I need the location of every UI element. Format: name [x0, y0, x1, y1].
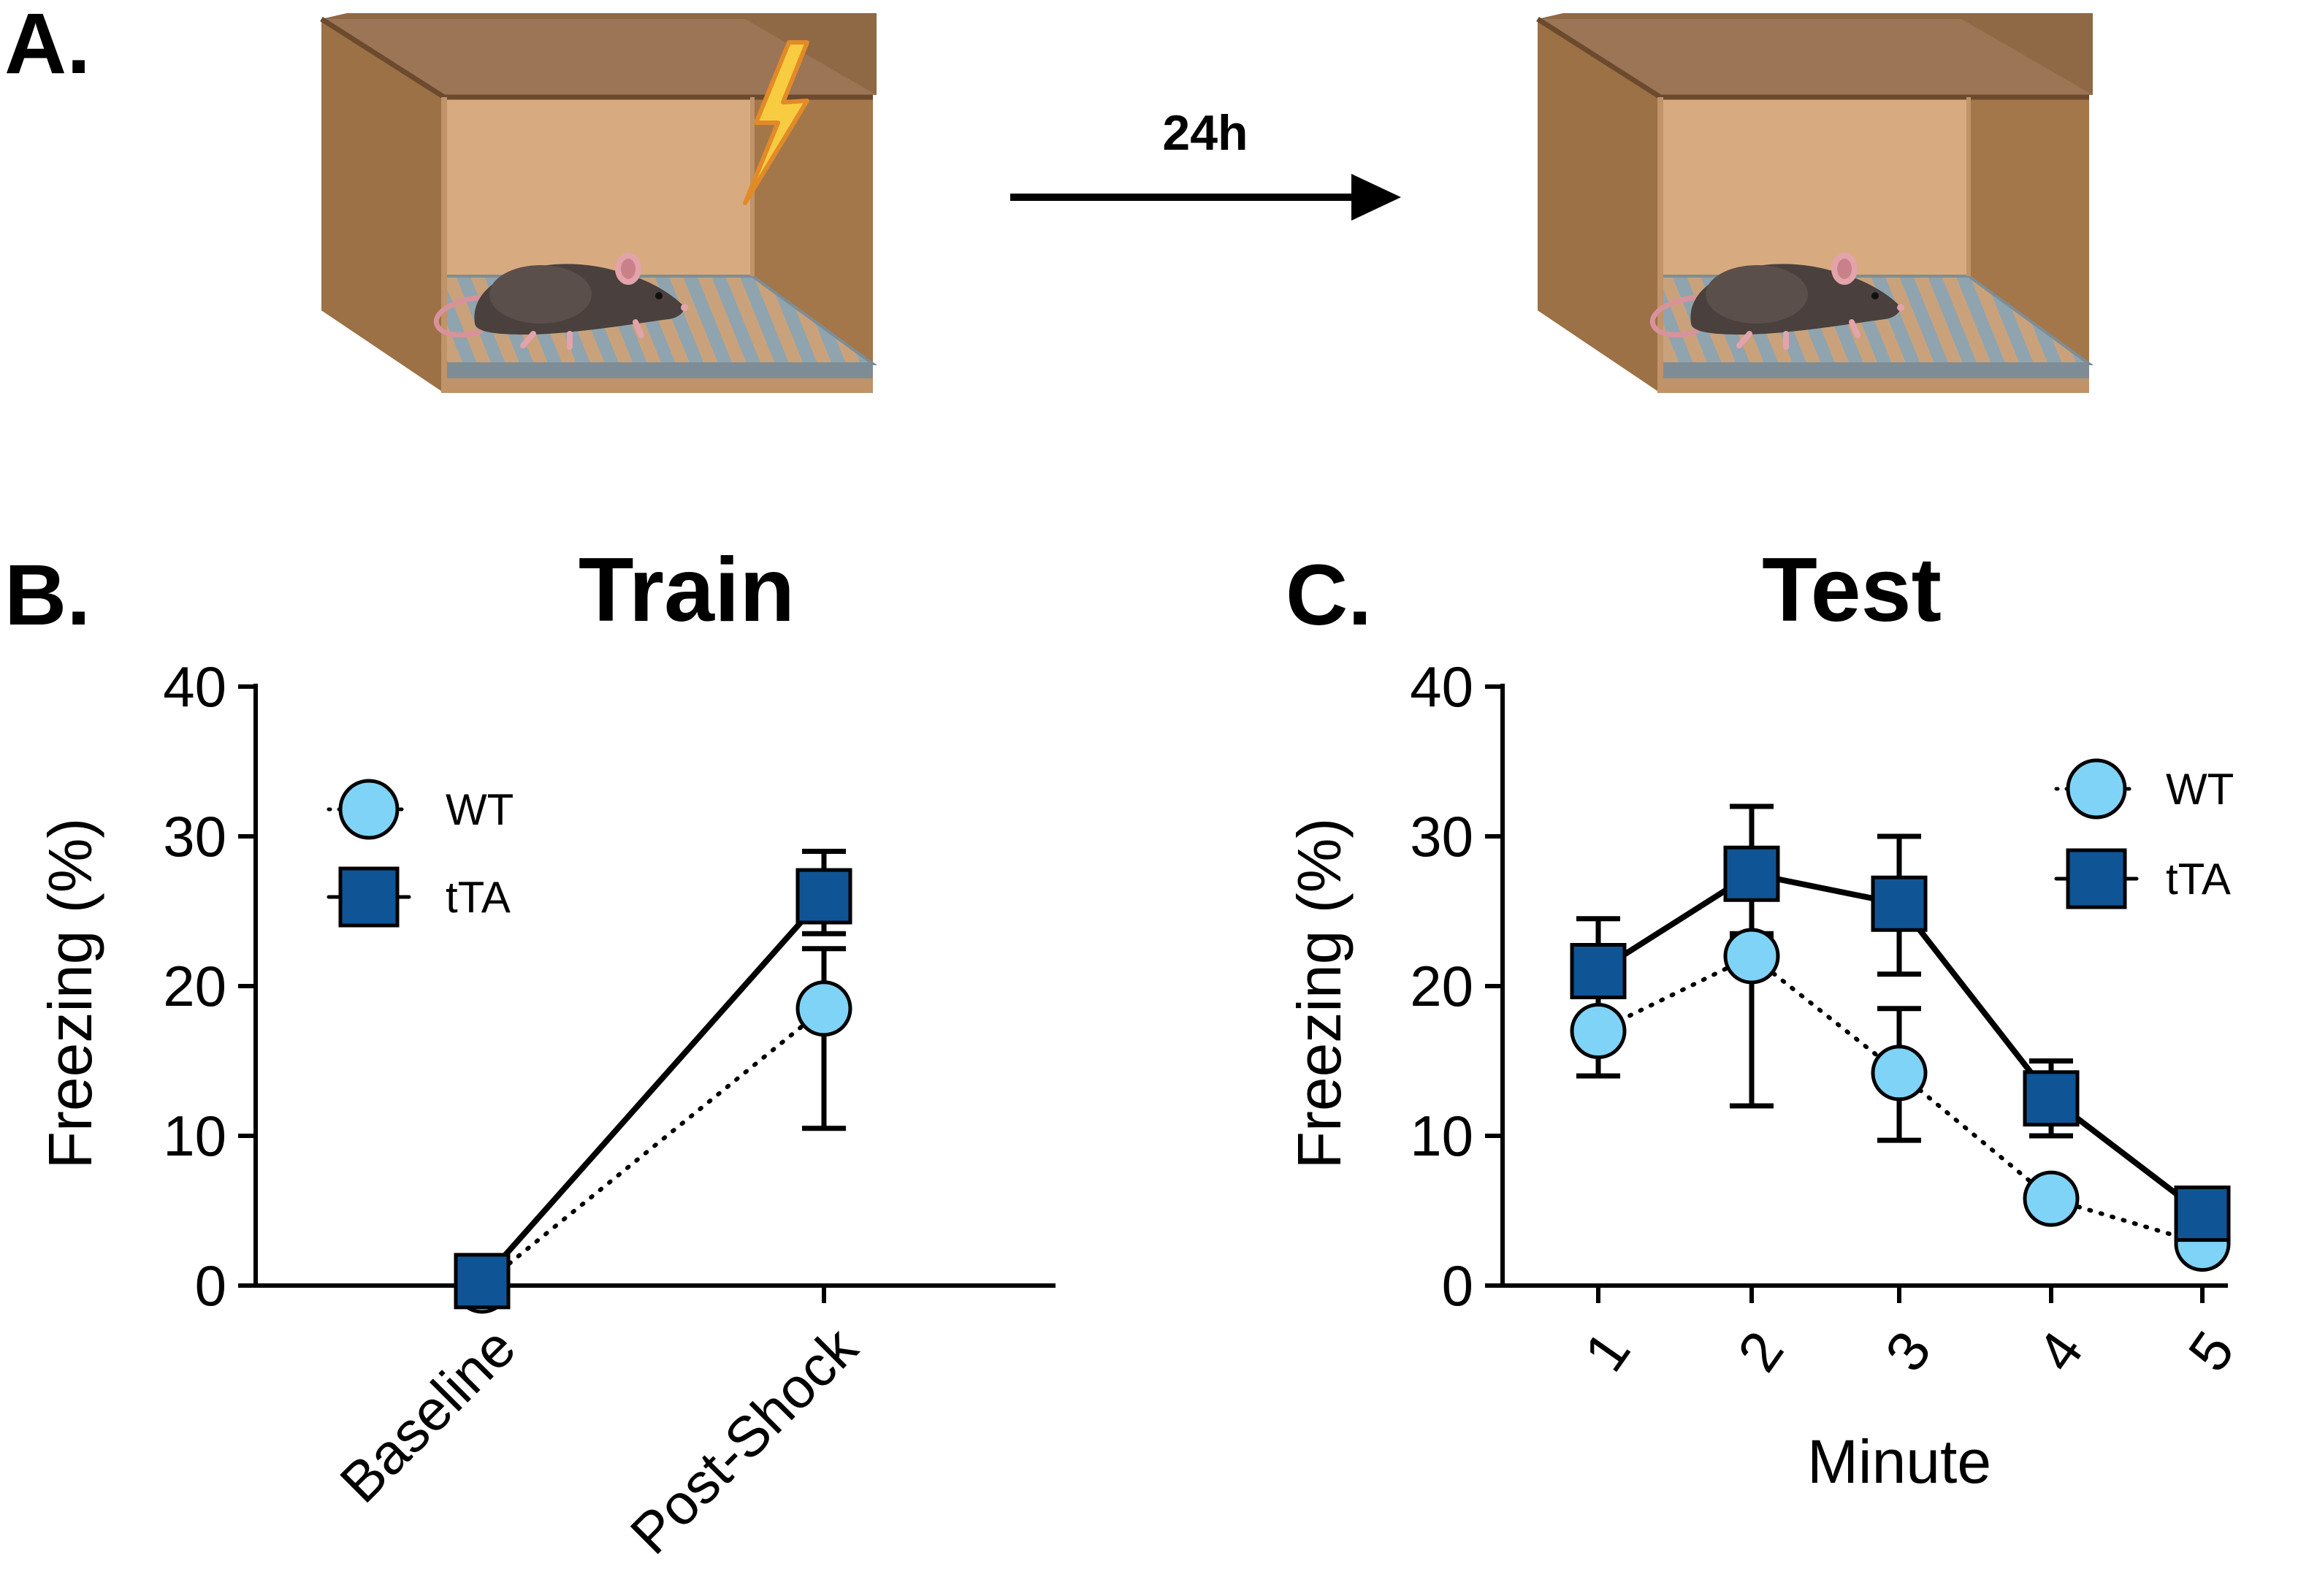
legend-label: tTA — [446, 873, 511, 922]
legend-label: WT — [446, 785, 514, 834]
data-point-tTA — [2023, 1070, 2080, 1127]
data-point-tTA — [1871, 875, 1928, 932]
legend-label: WT — [2166, 765, 2234, 814]
y-tick-label: 20 — [163, 954, 226, 1018]
legend-marker-WT — [2066, 758, 2127, 820]
y-tick-label: 40 — [1410, 654, 1473, 719]
series-line-tTA — [480, 894, 826, 1283]
delay-label: 24h — [1162, 105, 1248, 161]
x-tick-label: 1 — [1571, 1320, 1642, 1383]
panel-c-letter: C. — [1286, 547, 1372, 644]
chart-title: Test — [1762, 540, 1942, 641]
data-point-tTA — [1570, 943, 1627, 999]
x-tick-label: Post-Shock — [618, 1314, 870, 1566]
y-axis-label: Freezing (%) — [1285, 818, 1354, 1169]
panel-a-letter: A. — [4, 0, 91, 92]
legend-marker-WT — [338, 779, 400, 840]
x-tick-label: 2 — [1725, 1320, 1795, 1383]
data-point-WT — [1723, 928, 1780, 985]
y-tick-label: 30 — [1410, 804, 1473, 868]
data-point-tTA — [795, 868, 852, 925]
y-tick-label: 40 — [163, 654, 226, 719]
x-tick-label: 4 — [2024, 1320, 2095, 1383]
x-tick-label: Baseline — [327, 1315, 527, 1515]
lightning-bolt-icon — [743, 40, 809, 205]
data-point-tTA — [2174, 1185, 2231, 1242]
data-point-WT — [1871, 1045, 1928, 1101]
x-tick-label: 3 — [1872, 1320, 1943, 1383]
y-tick-label: 30 — [163, 804, 226, 868]
series-line-WT — [480, 1006, 826, 1288]
y-tick-label: 0 — [195, 1253, 226, 1318]
x-tick-label: 5 — [2175, 1320, 2246, 1383]
chart-test: Test 0 10 20 30 40 1 2 3 4 5 Freezing (%) Minute WT tT… — [1285, 540, 2246, 1496]
data-point-tTA — [1723, 845, 1780, 902]
data-point-WT — [2023, 1170, 2080, 1227]
y-tick-label: 10 — [1410, 1104, 1473, 1168]
training-cage — [321, 13, 877, 393]
legend-label: tTA — [2166, 855, 2231, 904]
y-tick-label: 0 — [1442, 1253, 1473, 1318]
legend-marker-tTA — [2066, 848, 2127, 909]
test-cage — [1538, 13, 2093, 393]
data-point-WT — [795, 980, 852, 1037]
y-tick-label: 20 — [1410, 954, 1473, 1018]
legend-marker-tTA — [338, 866, 400, 928]
data-point-WT — [1570, 1003, 1627, 1059]
y-axis-label: Freezing (%) — [36, 818, 104, 1169]
panel-a-schematic: A. 24h — [4, 0, 2093, 393]
panel-b-letter: B. — [4, 547, 91, 644]
chart-title: Train — [579, 540, 795, 641]
series-line-WT — [1596, 953, 2205, 1246]
x-axis-label: Minute — [1807, 1427, 1991, 1496]
y-tick-label: 10 — [163, 1104, 226, 1168]
data-point-tTA — [454, 1253, 511, 1310]
delay-arrow: 24h — [1010, 105, 1401, 221]
